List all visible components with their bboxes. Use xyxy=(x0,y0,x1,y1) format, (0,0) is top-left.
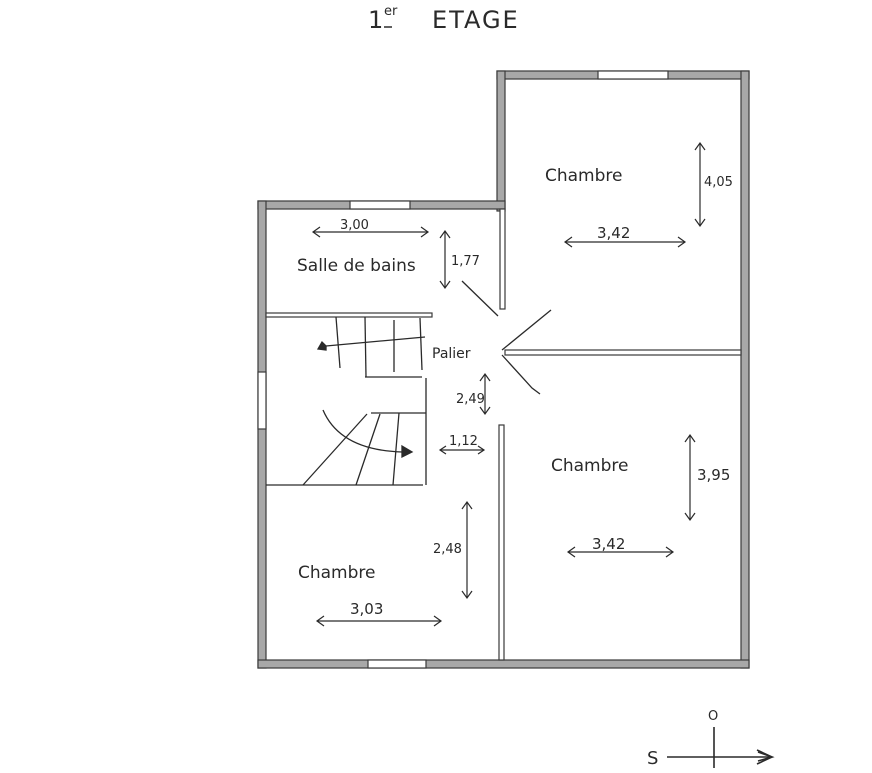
compass-south-label: S xyxy=(647,748,658,768)
room-label-chambre-nord-est: Chambre xyxy=(545,166,623,186)
room-label-chambre-sud-est: Chambre xyxy=(551,456,629,476)
dim-salle-de-bains-height: 1,77 xyxy=(451,254,480,269)
dim-chambre-ne-height: 4,05 xyxy=(704,175,733,190)
dim-chambre-ne-width: 3,42 xyxy=(597,224,630,242)
exterior-walls xyxy=(257,70,750,669)
dimension-lines xyxy=(311,141,706,627)
bedroom-ne-door-leaf xyxy=(501,309,552,351)
compass xyxy=(667,727,775,768)
dim-chambre-se-width: 3,42 xyxy=(592,535,625,553)
room-label-salle-de-bains: Salle de bains xyxy=(297,256,416,276)
dim-palier-width: 1,12 xyxy=(449,434,478,449)
stair-arrow-up xyxy=(325,336,426,347)
plan-title: 1 er ETAGE xyxy=(368,4,520,34)
dim-chambre-se-height: 3,95 xyxy=(697,466,730,484)
doors xyxy=(461,280,552,395)
staircase xyxy=(266,316,427,486)
dim-palier-height: 2,49 xyxy=(456,392,485,407)
title-text: ETAGE xyxy=(432,6,520,34)
title-superscript: er xyxy=(384,4,398,19)
title-floor-number: 1 xyxy=(368,6,385,34)
compass-west-label: O xyxy=(708,709,718,724)
dim-salle-de-bains-width: 3,00 xyxy=(340,218,369,233)
room-label-chambre-ouest: Chambre xyxy=(298,563,376,583)
room-label-palier: Palier xyxy=(432,346,471,362)
stair-arrow-down xyxy=(322,409,403,453)
room-labels: Salle de bains Chambre Palier Chambre Ch… xyxy=(297,166,629,583)
bathroom-door-leaf xyxy=(461,280,499,317)
interior-walls xyxy=(265,208,742,661)
dimension-labels: 3,00 1,77 4,05 3,42 2,49 1,12 3,95 3,42 … xyxy=(340,175,733,618)
dim-chambre-ouest-height: 2,48 xyxy=(433,542,462,557)
dim-chambre-ouest-width: 3,03 xyxy=(350,600,383,618)
bedroom-se-door-leaf xyxy=(501,354,541,395)
